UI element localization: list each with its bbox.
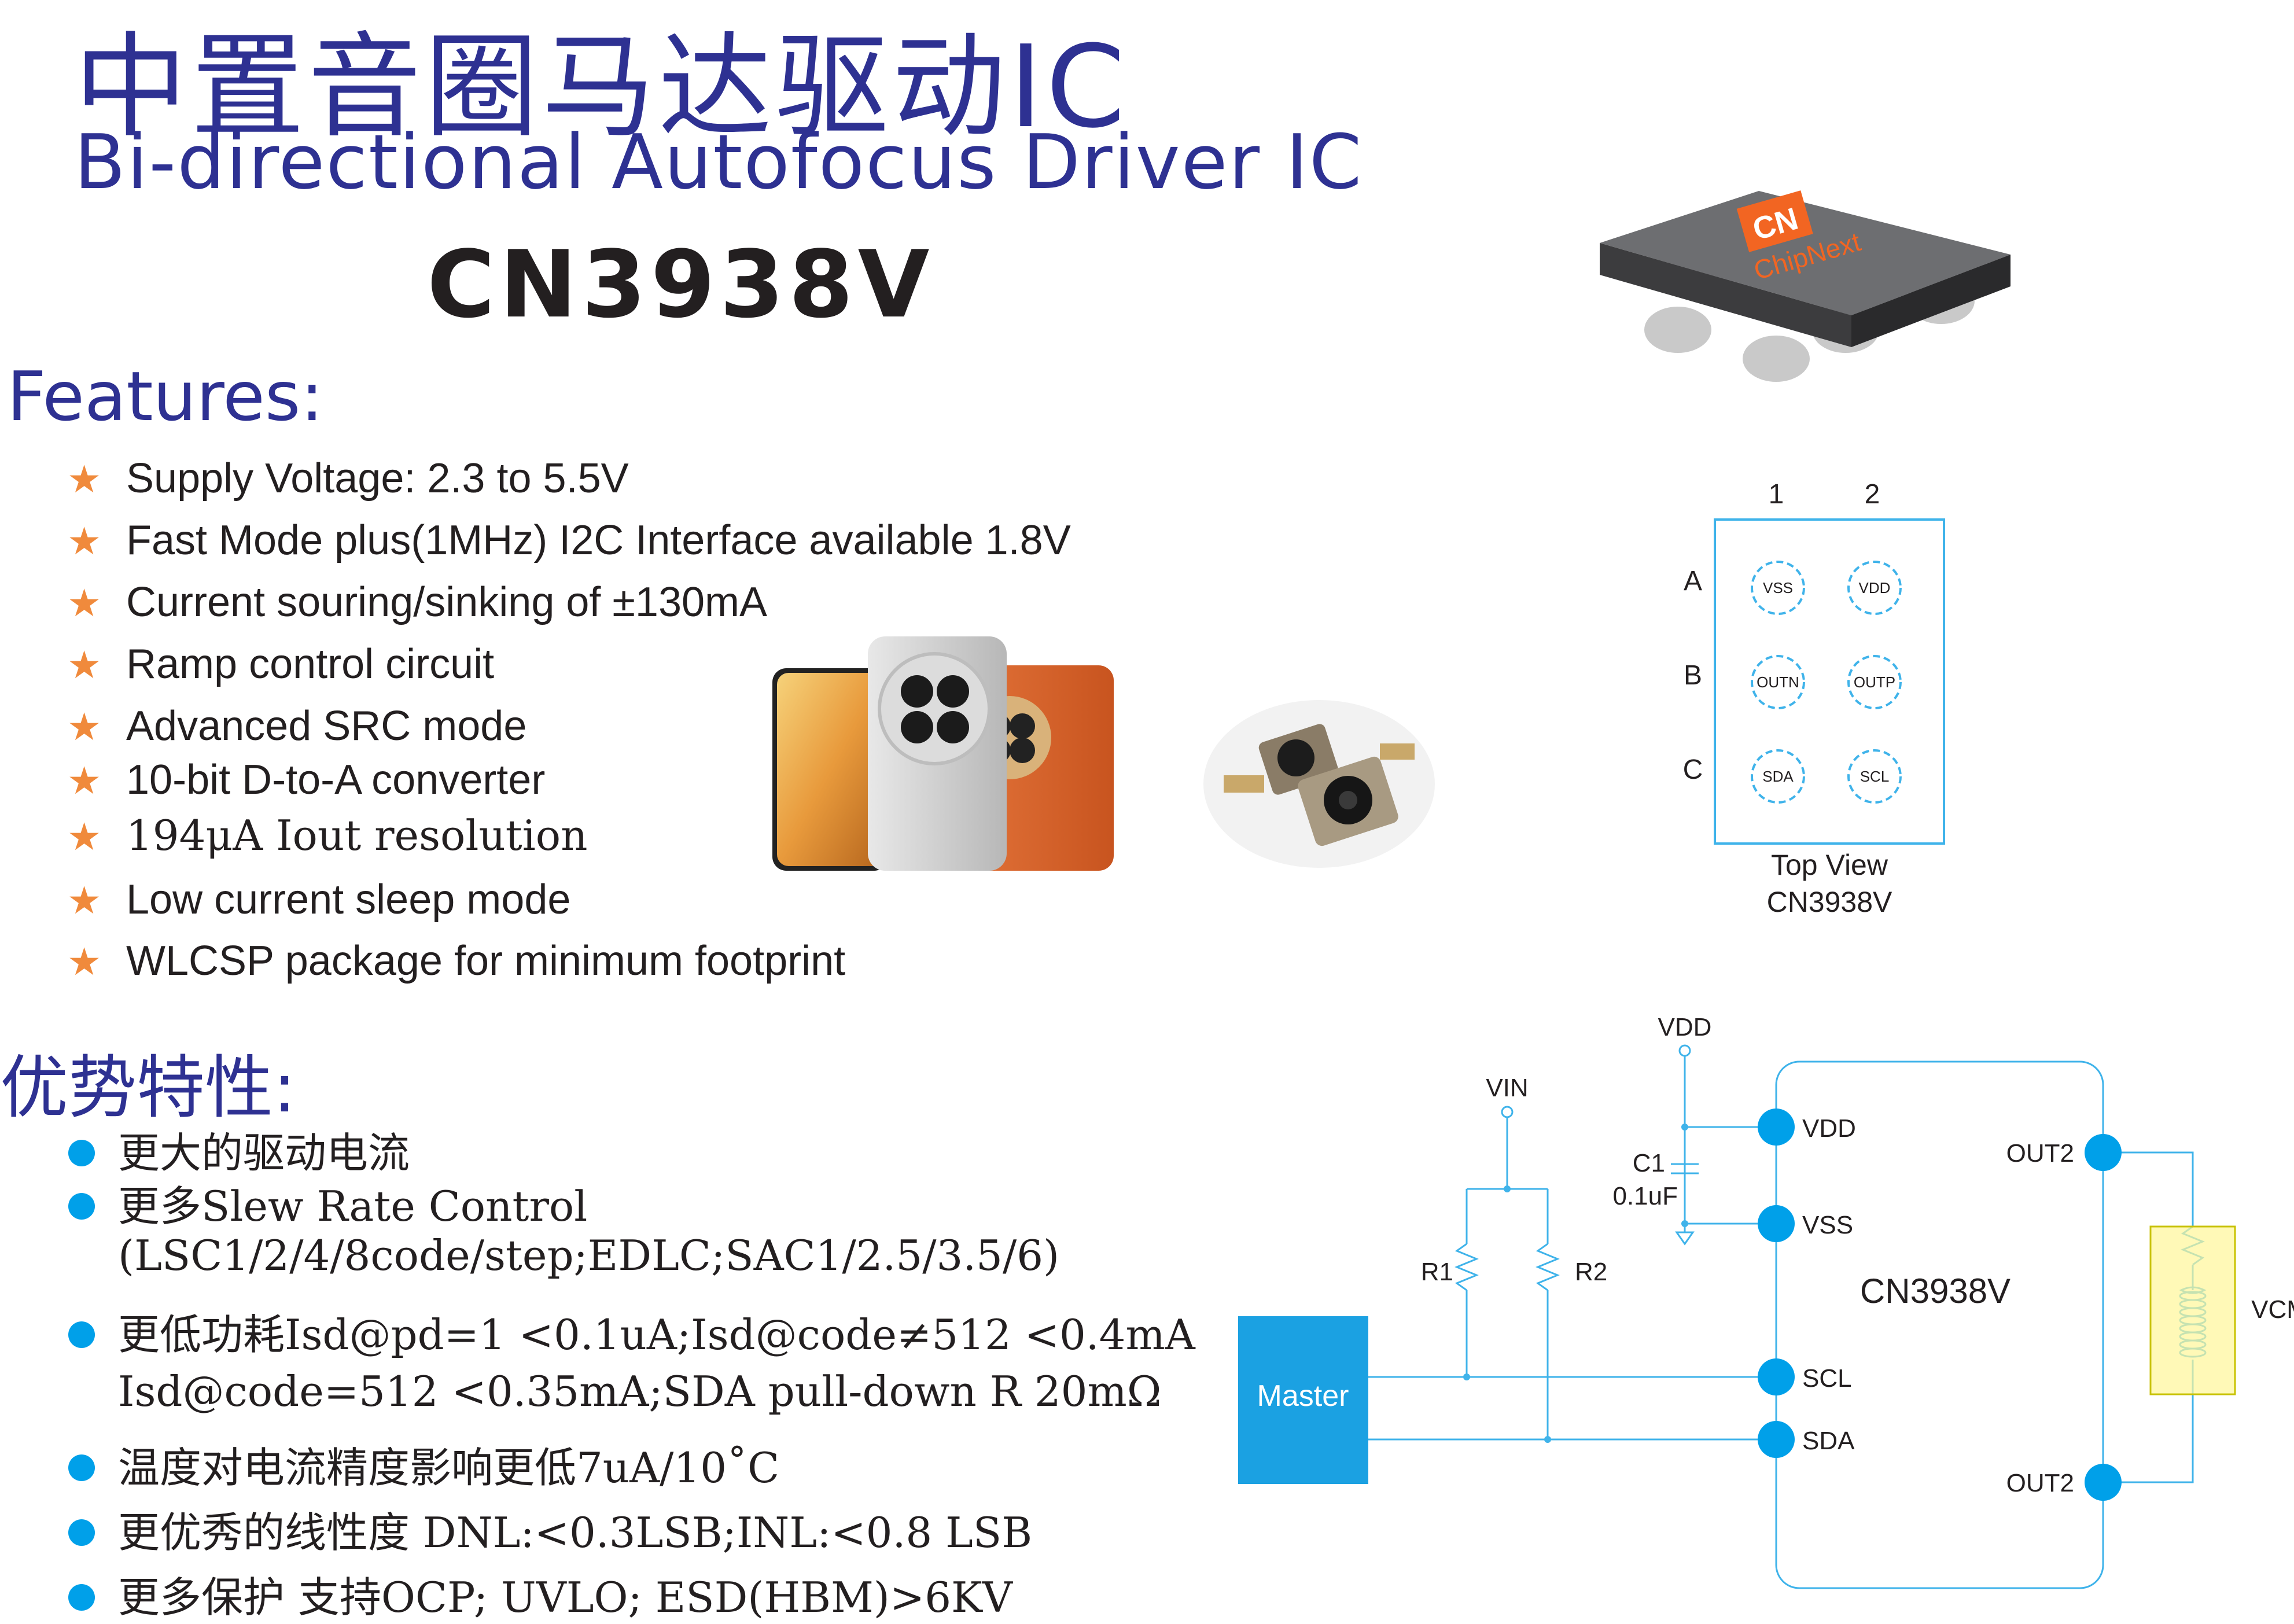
pinout-part: CN3938V bbox=[1767, 886, 1892, 918]
master-block bbox=[1238, 1316, 1368, 1484]
pin-label: VSS bbox=[1763, 579, 1793, 596]
bullet-icon bbox=[68, 1584, 95, 1611]
vcm-box bbox=[2149, 1225, 2236, 1395]
pin-label: SCL bbox=[1860, 768, 1890, 785]
smartphone-product-image bbox=[772, 636, 1114, 871]
ic-name-label: CN3938V bbox=[1860, 1272, 2011, 1310]
vdd-pin-label: VDD bbox=[1802, 1114, 1856, 1143]
out-bottom-label: OUT2 bbox=[2006, 1469, 2074, 1497]
page-title-en: Bi-directional Autofocus Driver IC bbox=[74, 118, 1363, 206]
star-icon: ★ bbox=[67, 759, 102, 802]
pin-dot bbox=[2085, 1134, 2122, 1171]
star-icon: ★ bbox=[67, 520, 102, 562]
vss-pin-label: VSS bbox=[1802, 1211, 1853, 1239]
vin-terminal-icon bbox=[1501, 1106, 1514, 1118]
chip-top bbox=[1600, 191, 2011, 315]
pin-ball bbox=[1847, 749, 1902, 804]
pinout-caption: Top View bbox=[1771, 849, 1888, 881]
ic-outline bbox=[1775, 1060, 2104, 1589]
pin-ball bbox=[1751, 655, 1805, 709]
pinout-outline bbox=[1714, 518, 1945, 845]
advantage-item: 更多Slew Rate Control bbox=[68, 1172, 587, 1233]
application-schematic: Master VDD VIN C1 0.1uF R1 R2 VDD VSS SC… bbox=[1238, 1013, 2294, 1589]
pin-dot bbox=[1758, 1109, 1795, 1146]
pin-ball bbox=[1751, 749, 1805, 804]
star-icon: ★ bbox=[67, 940, 102, 983]
feature-item: ★Advanced SRC mode bbox=[67, 703, 527, 749]
sda-pin-label: SDA bbox=[1802, 1427, 1855, 1455]
pin-label: SDA bbox=[1762, 768, 1794, 785]
r2-label: R2 bbox=[1575, 1258, 1607, 1286]
scl-pin-label: SCL bbox=[1802, 1364, 1852, 1393]
pin-label: OUTP bbox=[1854, 673, 1895, 691]
star-icon: ★ bbox=[67, 705, 102, 748]
feature-item: ★Fast Mode plus(1MHz) I2C Interface avai… bbox=[67, 517, 1071, 564]
pin-ball bbox=[1751, 561, 1805, 615]
r1-label: R1 bbox=[1421, 1258, 1453, 1286]
advantage-item: 更大的驱动电流 bbox=[68, 1119, 410, 1180]
pinout-row-label: B bbox=[1684, 660, 1702, 691]
bullet-icon bbox=[68, 1193, 95, 1220]
advantage-item-continued: Isd@code=512 <0.35mA;SDA pull-down R 20m… bbox=[118, 1367, 1162, 1416]
feature-item: ★10-bit D-to-A converter bbox=[67, 757, 546, 803]
pinout-row-label: C bbox=[1683, 754, 1703, 785]
out-top-label: OUT2 bbox=[2006, 1139, 2074, 1168]
star-icon: ★ bbox=[67, 815, 102, 859]
star-icon: ★ bbox=[67, 643, 102, 686]
cap-value-label: 0.1uF bbox=[1612, 1182, 1678, 1210]
master-label: Master bbox=[1257, 1379, 1349, 1413]
advantage-item: 温度对电流精度影响更低7uA/10˚C bbox=[68, 1434, 779, 1494]
star-icon: ★ bbox=[67, 879, 102, 922]
bullet-icon bbox=[68, 1454, 95, 1481]
feature-item: ★Ramp control circuit bbox=[67, 641, 495, 687]
advantages-heading: 优势特性: bbox=[0, 1048, 296, 1128]
cap-name-label: C1 bbox=[1633, 1149, 1665, 1177]
pin-ball bbox=[1847, 561, 1902, 615]
chip-side-right bbox=[1851, 255, 2011, 347]
vdd-terminal-icon bbox=[1678, 1044, 1691, 1057]
feature-item: ★Supply Voltage: 2.3 to 5.5V bbox=[67, 455, 629, 502]
pinout-row-label: A bbox=[1684, 566, 1702, 596]
camera-module-image bbox=[1203, 700, 1435, 868]
feature-item: ★Current souring/sinking of ±130mA bbox=[67, 579, 768, 625]
pin-ball bbox=[1847, 655, 1902, 709]
part-number: CN3938V bbox=[427, 230, 934, 338]
advantage-item: 更多保护 支持OCP; UVLO; ESD(HBM)>6KV bbox=[68, 1563, 1012, 1624]
pinout-col-label: 2 bbox=[1865, 479, 1880, 510]
star-icon: ★ bbox=[67, 581, 102, 624]
pinout-diagram: 1 2 A B C VSS VDD OUTN OUTP SDA SCL Top … bbox=[1683, 479, 1945, 918]
pin-dot bbox=[1758, 1205, 1795, 1242]
chip-side-front bbox=[1600, 243, 1851, 347]
feature-item: ★Low current sleep mode bbox=[67, 877, 571, 923]
features-heading: Features: bbox=[7, 356, 324, 436]
vcm-label: VCM bbox=[2251, 1295, 2294, 1324]
pinout-col-label: 1 bbox=[1769, 479, 1784, 510]
bullet-icon bbox=[68, 1321, 95, 1348]
pin-label: OUTN bbox=[1757, 673, 1799, 691]
chip-package-illustration: CN ChipNext bbox=[1600, 190, 2011, 382]
pin-dot bbox=[2085, 1464, 2122, 1501]
advantage-item: 更低功耗Isd@pd=1 <0.1uA;Isd@code≠512 <0.4mA bbox=[68, 1301, 1195, 1361]
pin-dot bbox=[1758, 1421, 1795, 1458]
vin-supply-label: VIN bbox=[1486, 1074, 1528, 1102]
feature-item: ★WLCSP package for minimum footprint bbox=[67, 938, 846, 984]
bullet-icon bbox=[68, 1140, 95, 1166]
vdd-supply-label: VDD bbox=[1658, 1013, 1712, 1041]
feature-item: ★194μA Iout resolution bbox=[67, 811, 588, 860]
pin-label: VDD bbox=[1859, 579, 1891, 596]
advantage-item: 更优秀的线性度 DNL:<0.3LSB;INL:<0.8 LSB bbox=[68, 1498, 1032, 1559]
pin-dot bbox=[1758, 1358, 1795, 1395]
advantage-item-continued: (LSC1/2/4/8code/step;EDLC;SAC1/2.5/3.5/6… bbox=[118, 1231, 1060, 1280]
star-icon: ★ bbox=[67, 458, 102, 500]
bullet-icon bbox=[68, 1519, 95, 1546]
page-title-cn: 中置音圈马达驱动IC bbox=[74, 21, 1129, 153]
